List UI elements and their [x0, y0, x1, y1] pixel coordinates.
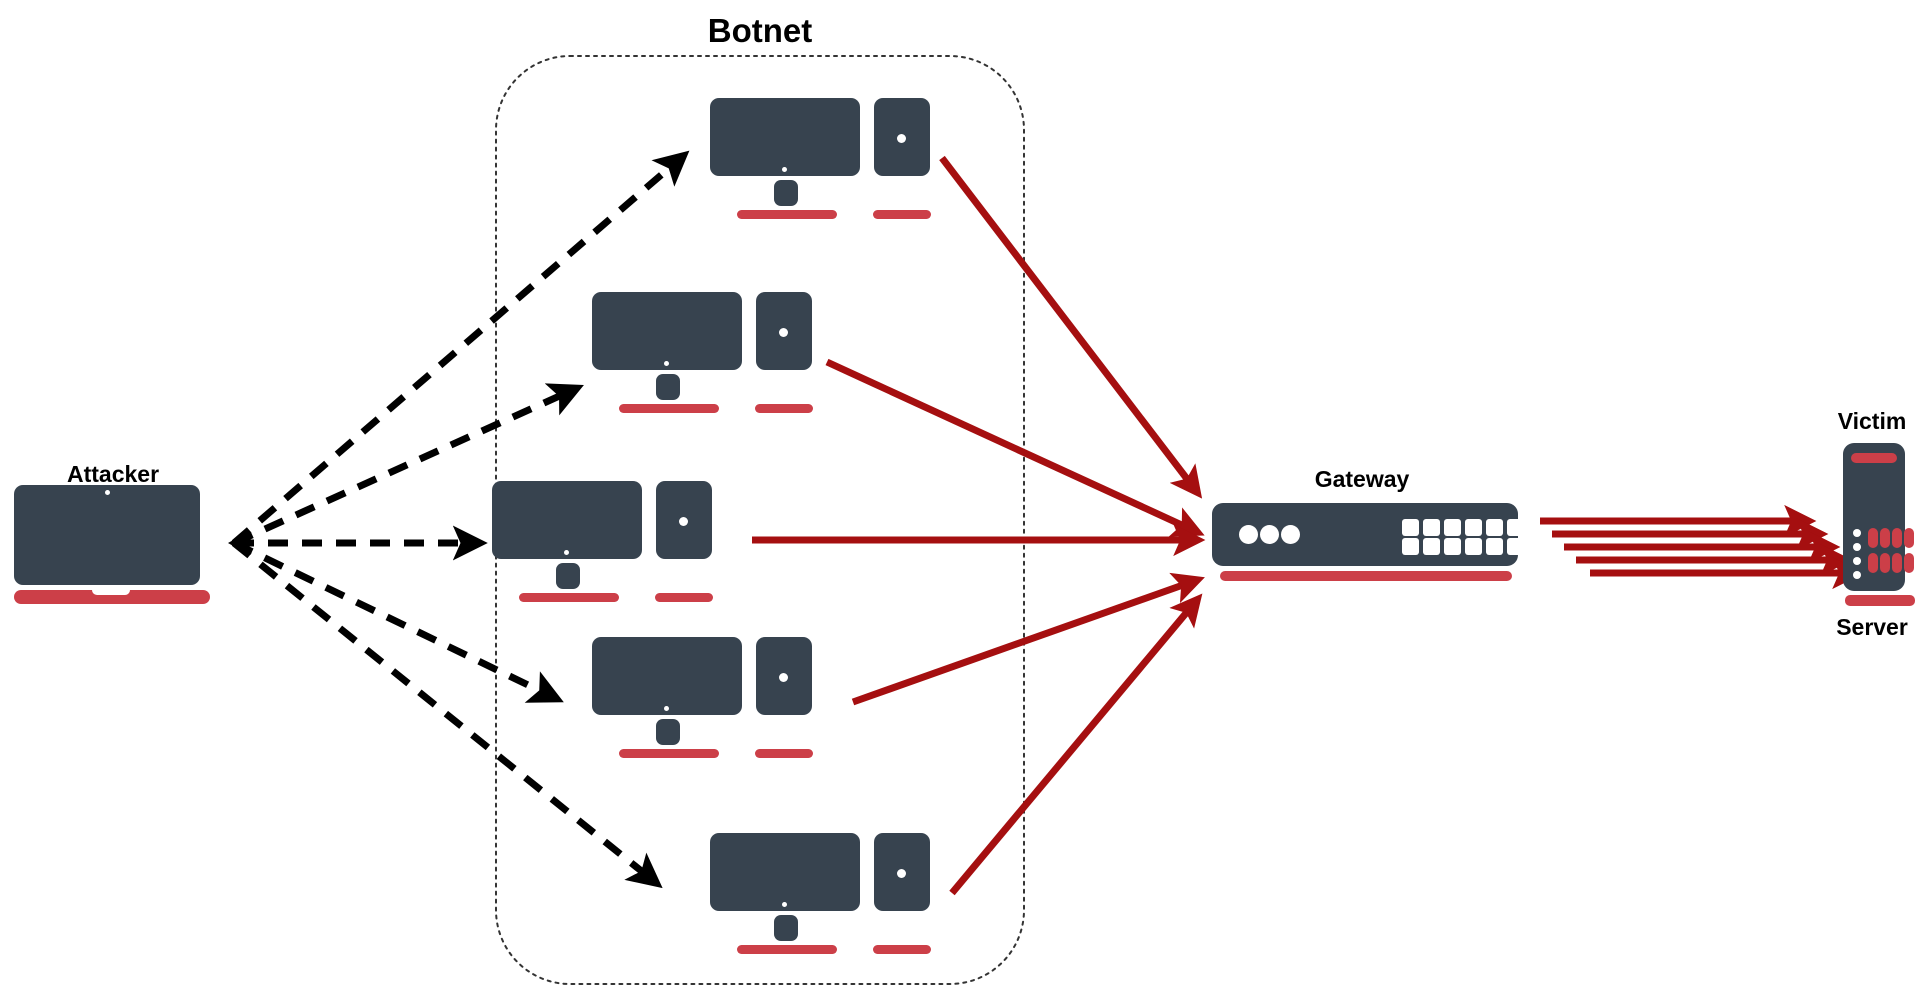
- gateway-port: [1402, 538, 1419, 555]
- monitor-base-icon: [737, 945, 837, 954]
- tower-indicator-icon: [679, 517, 688, 526]
- monitor-indicator-icon: [782, 167, 787, 172]
- monitor-stand-icon: [774, 915, 798, 941]
- desktop-monitor-icon: [592, 637, 742, 715]
- gateway-port: [1465, 538, 1482, 555]
- monitor-indicator-icon: [664, 361, 669, 366]
- gateway-port: [1444, 519, 1461, 536]
- monitor-base-icon: [519, 593, 619, 602]
- command-arrow-2: [232, 383, 584, 547]
- gateway-base-icon: [1220, 571, 1512, 581]
- tower-base-icon: [873, 945, 931, 954]
- laptop-base-icon: [14, 590, 210, 604]
- gateway-port: [1402, 519, 1419, 536]
- desktop-monitor-icon: [592, 292, 742, 370]
- gateway-port: [1444, 538, 1461, 555]
- server-slot: [1880, 553, 1890, 573]
- server-led-1: [1853, 529, 1861, 537]
- monitor-stand-icon: [656, 719, 680, 745]
- tower-indicator-icon: [779, 673, 788, 682]
- server-slot: [1904, 553, 1914, 573]
- server-top-bar-icon: [1851, 453, 1897, 463]
- botnet-node-3[interactable]: [492, 481, 732, 602]
- server-led-3: [1853, 557, 1861, 565]
- flood-arrow-1: [939, 155, 1203, 499]
- server-slot: [1868, 553, 1878, 573]
- gateway-led-1: [1239, 525, 1258, 544]
- tower-base-icon: [755, 749, 813, 758]
- server-node[interactable]: [1843, 443, 1919, 611]
- gateway-port: [1507, 538, 1524, 555]
- tower-base-icon: [655, 593, 713, 602]
- flood-arrow-4: [851, 572, 1205, 706]
- victim-traffic-arrows: [1540, 504, 1865, 590]
- flood-traffic-arrows: [752, 155, 1206, 896]
- monitor-indicator-icon: [564, 550, 569, 555]
- monitor-indicator-icon: [664, 706, 669, 711]
- botnet-node-1[interactable]: [710, 98, 950, 219]
- tower-base-icon: [873, 210, 931, 219]
- gateway-label: Gateway: [1314, 466, 1410, 492]
- tower-base-icon: [755, 404, 813, 413]
- monitor-base-icon: [737, 210, 837, 219]
- attacker-label: Attacker: [66, 461, 160, 487]
- monitor-indicator-icon: [782, 902, 787, 907]
- botnet-group-label: Botnet: [707, 12, 813, 49]
- gateway-port: [1507, 519, 1524, 536]
- gateway-port: [1465, 519, 1482, 536]
- command-arrow-5: [231, 540, 663, 889]
- attacker-node[interactable]: [14, 485, 210, 605]
- botnet-node-4[interactable]: [592, 637, 832, 758]
- laptop-screen-icon: [14, 485, 200, 585]
- server-base-icon: [1845, 595, 1915, 606]
- desktop-monitor-icon: [710, 98, 860, 176]
- botnet-node-5[interactable]: [710, 833, 950, 954]
- server-slot: [1892, 528, 1902, 548]
- victim-label: Victim: [1837, 408, 1907, 434]
- server-slot: [1868, 528, 1878, 548]
- gateway-port: [1423, 538, 1440, 555]
- tower-indicator-icon: [897, 134, 906, 143]
- server-led-2: [1853, 543, 1861, 551]
- monitor-base-icon: [619, 749, 719, 758]
- laptop-camera-icon: [105, 490, 110, 495]
- server-slot: [1904, 528, 1914, 548]
- tower-indicator-icon: [897, 869, 906, 878]
- server-led-4: [1853, 571, 1861, 579]
- monitor-stand-icon: [556, 563, 580, 589]
- command-channel-arrows: [231, 150, 690, 889]
- laptop-notch-icon: [92, 590, 130, 595]
- gateway-led-2: [1260, 525, 1279, 544]
- flood-arrow-2: [825, 358, 1205, 537]
- server-slot: [1880, 528, 1890, 548]
- desktop-monitor-icon: [492, 481, 642, 559]
- tower-indicator-icon: [779, 328, 788, 337]
- command-arrow-4: [232, 539, 564, 703]
- gateway-port: [1423, 519, 1440, 536]
- monitor-stand-icon: [774, 180, 798, 206]
- monitor-base-icon: [619, 404, 719, 413]
- command-arrow-1: [231, 150, 690, 546]
- gateway-node[interactable]: [1212, 503, 1524, 588]
- server-slot: [1892, 553, 1902, 573]
- server-label: Server: [1836, 614, 1908, 640]
- gateway-led-3: [1281, 525, 1300, 544]
- desktop-monitor-icon: [710, 833, 860, 911]
- botnet-node-2[interactable]: [592, 292, 832, 413]
- flood-arrow-5: [949, 593, 1203, 896]
- monitor-stand-icon: [656, 374, 680, 400]
- gateway-port: [1486, 519, 1503, 536]
- gateway-port: [1486, 538, 1503, 555]
